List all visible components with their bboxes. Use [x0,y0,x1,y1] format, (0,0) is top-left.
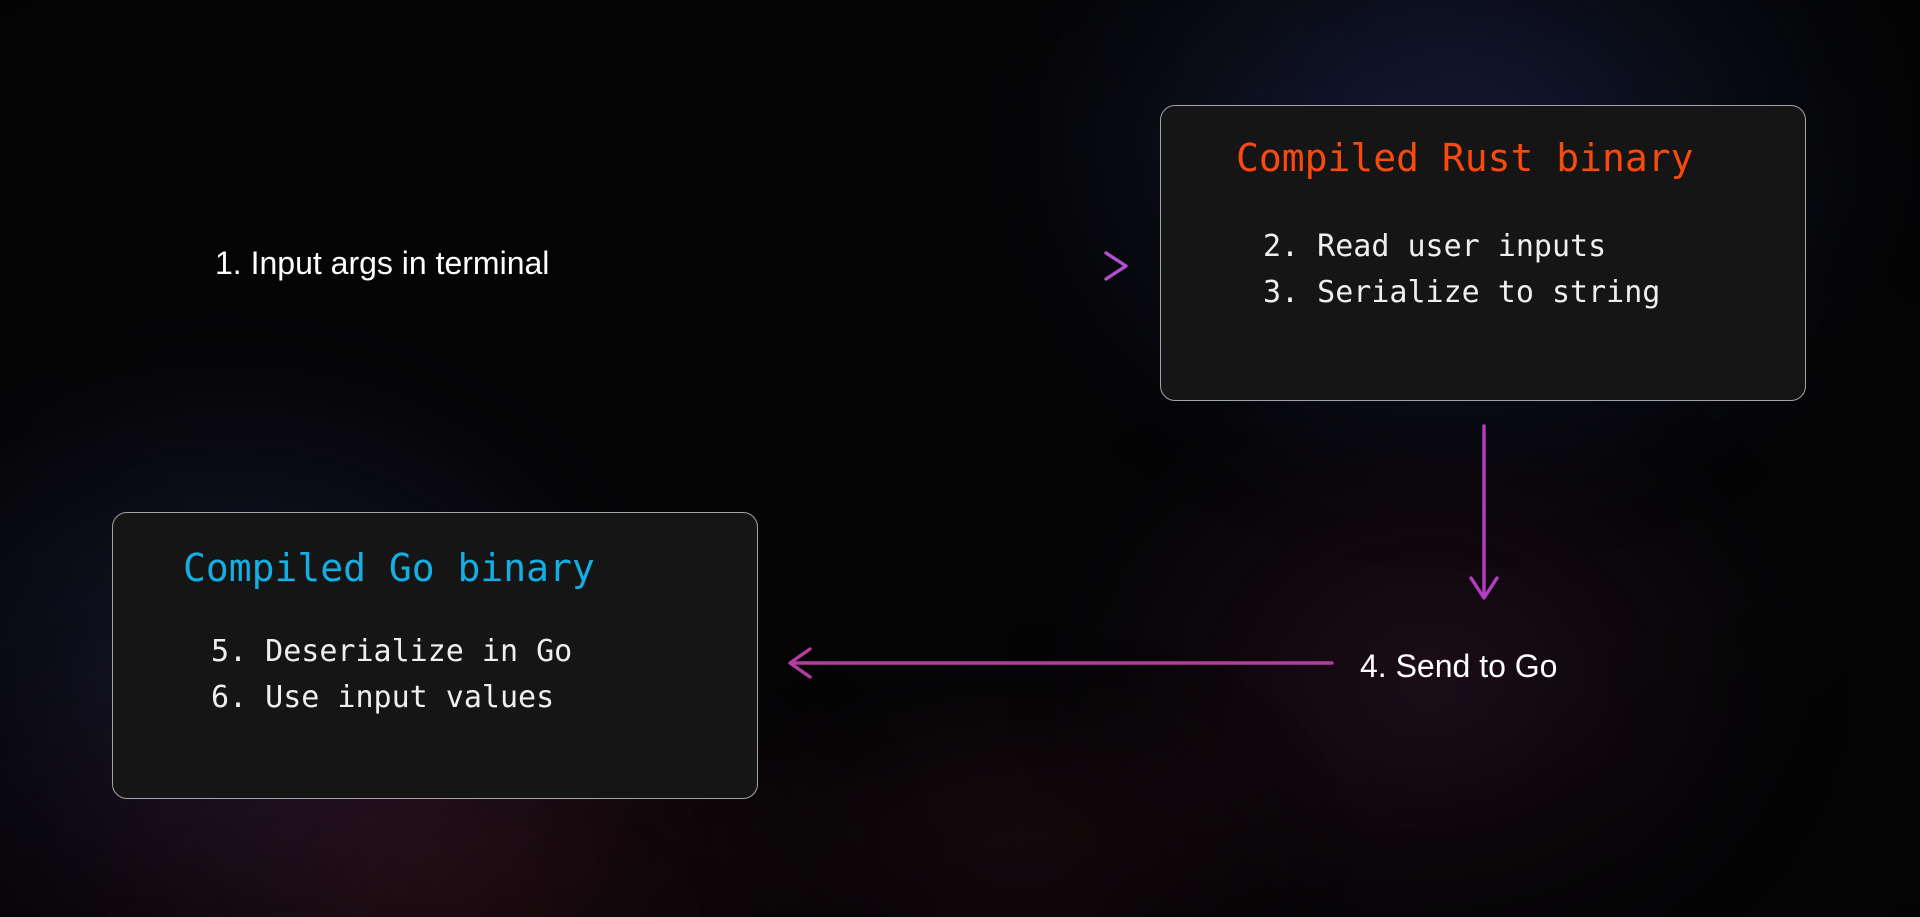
rust-box-title: Compiled Rust binary [1236,136,1694,180]
go-binary-box: Compiled Go binary 5. Deserialize in Go … [112,512,758,799]
go-box-steps: 5. Deserialize in Go 6. Use input values [211,634,573,715]
rust-binary-box: Compiled Rust binary 2. Read user inputs… [1160,105,1806,401]
rust-box-steps: 2. Read user inputs 3. Serialize to stri… [1263,229,1661,310]
arrow-input-to-rust-icon [704,251,1128,281]
arrow-rust-to-send-icon [1469,424,1499,600]
label-input-args-in-terminal: 1. Input args in terminal [215,245,550,281]
go-box-title: Compiled Go binary [183,546,595,590]
label-send-to-go: 4. Send to Go [1360,648,1558,684]
arrow-send-to-go-icon [788,647,1334,679]
background-glow-plum [980,330,1880,917]
